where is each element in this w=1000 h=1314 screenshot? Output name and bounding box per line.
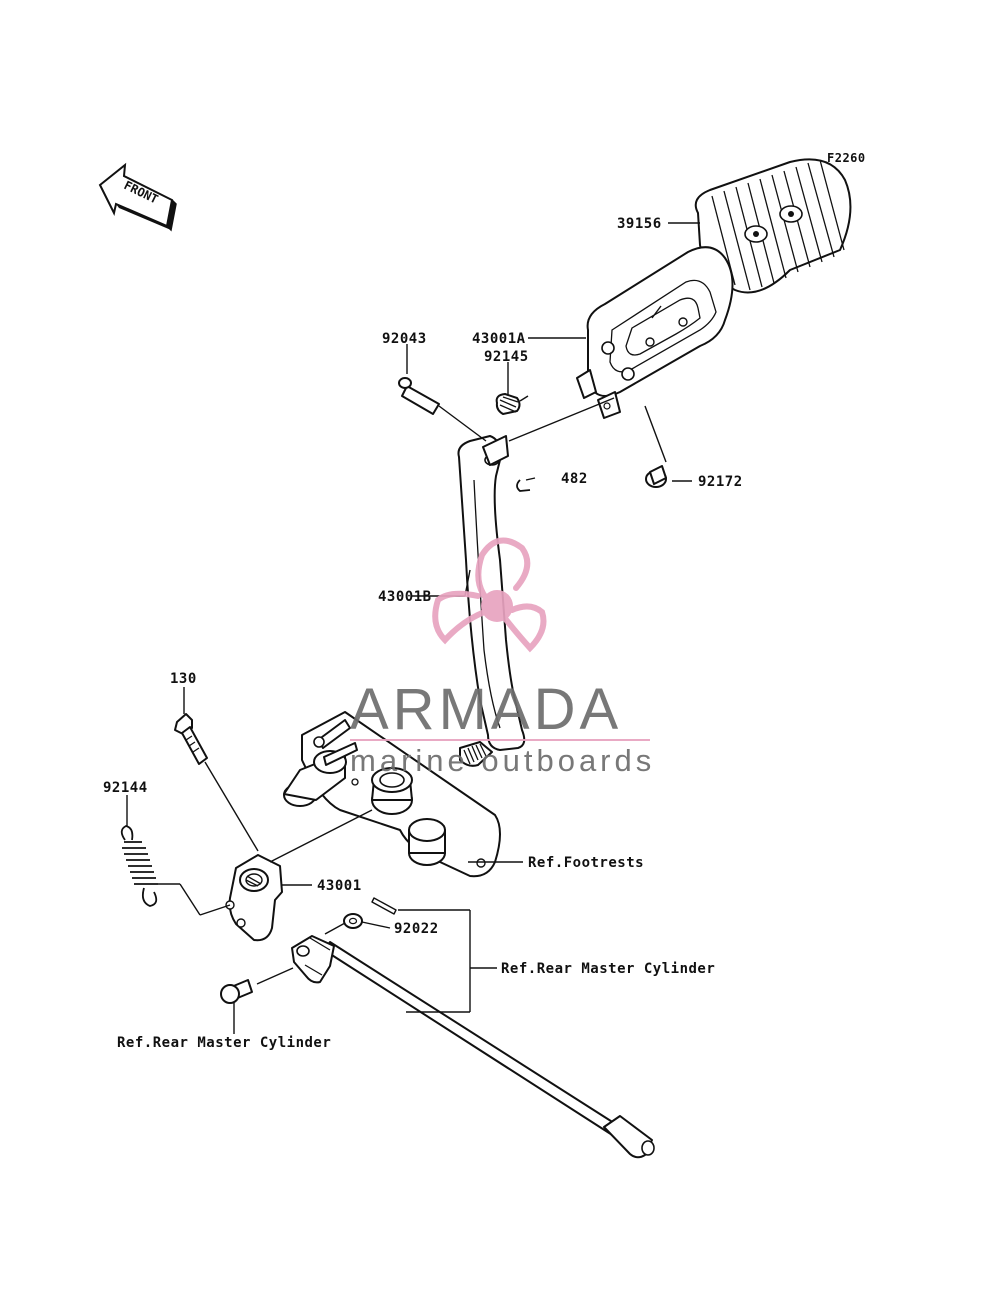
label-92144: 92144 — [103, 780, 148, 796]
watermark-tagline: marine outboards — [350, 743, 655, 778]
footrest-bracket — [283, 711, 501, 878]
label-39156: 39156 — [617, 216, 662, 232]
diagram-code: F2260 — [827, 151, 866, 165]
propeller-logo-icon — [432, 537, 547, 653]
label-92145: 92145 — [484, 349, 529, 365]
label-43001: 43001 — [317, 878, 362, 894]
label-130: 130 — [170, 671, 197, 687]
return-spring — [120, 825, 158, 907]
label-92043: 92043 — [382, 331, 427, 347]
label-92022: 92022 — [394, 921, 439, 937]
label-92172: 92172 — [698, 474, 743, 490]
master-cylinder-rod — [291, 935, 655, 1159]
label-ref-rear-master-cylinder-bottom: Ref.Rear Master Cylinder — [117, 1035, 331, 1051]
clevis-pin — [220, 979, 253, 1004]
watermark-brand: ARMADA — [350, 677, 622, 742]
label-ref-footrests: Ref.Footrests — [528, 855, 644, 871]
watermark: ARMADA marine outboards — [350, 537, 655, 778]
label-43001b: 43001B — [378, 589, 432, 605]
snap-clip — [516, 479, 531, 492]
pedal-torsion-spring — [495, 393, 529, 415]
label-482: 482 — [561, 471, 588, 487]
flange-bolt — [174, 713, 208, 765]
brake-lever — [225, 854, 283, 942]
pad-bolt — [645, 465, 667, 488]
pivot-pin — [398, 377, 440, 415]
front-direction-arrow-icon: FRONT — [98, 162, 177, 232]
footpad-rubber — [694, 158, 852, 294]
label-ref-rear-master-cylinder-right: Ref.Rear Master Cylinder — [501, 961, 715, 977]
pedal-base — [576, 246, 734, 419]
label-43001a: 43001A — [472, 331, 526, 347]
part-labels: 39156 43001A 92043 92145 482 92172 43001… — [103, 216, 743, 1051]
washer — [343, 913, 363, 929]
cotter-pin — [371, 897, 397, 915]
leader-lines — [126, 222, 700, 1034]
